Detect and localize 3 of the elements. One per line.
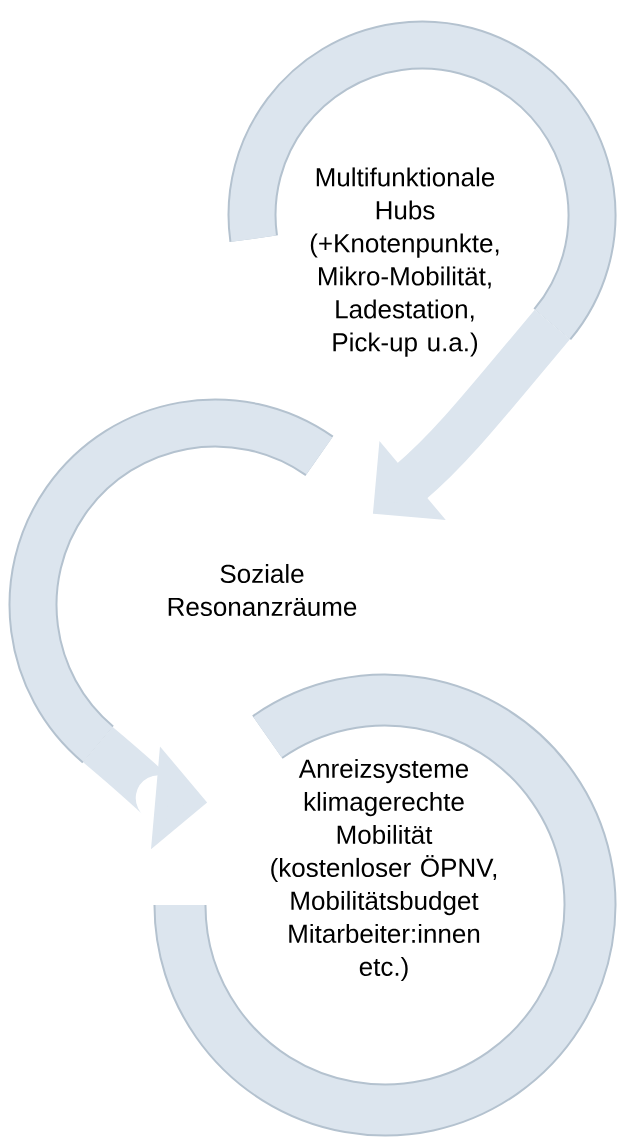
cycle-step-text: Anreizsysteme klimagerechte Mobilität (kostenloser ÖPNV, Mobilitätsbudget Mitarbeiter:innen etc.)	[271, 758, 497, 982]
cycle-step-text: Multifunktionale Hubs (+Knotenpunkte, Mikro-Mobilität, Ladestation, Pick-up u.a.)	[310, 167, 499, 357]
cycle-step-text: Soziale Resonanzräume	[168, 563, 357, 617]
